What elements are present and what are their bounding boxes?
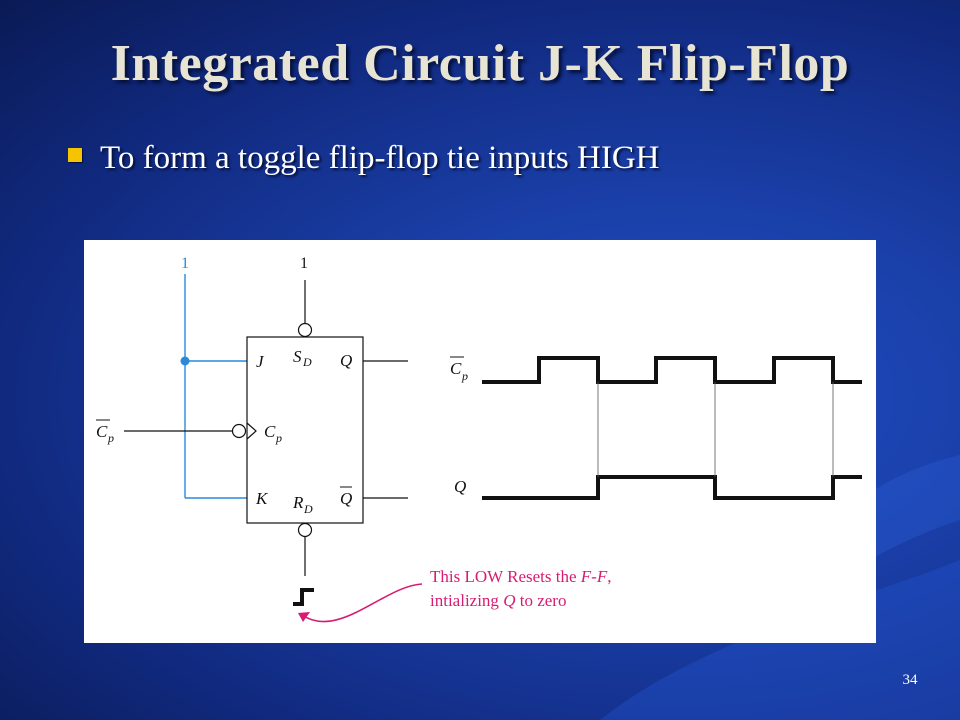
annotation-line-1: This LOW Resets the F-F, (430, 567, 611, 586)
slide-number: 34 (902, 672, 918, 688)
svg-text:p: p (461, 369, 468, 383)
bullet-item: To form a toggle flip-flop tie inputs HI… (68, 140, 660, 177)
high-label-jk: 1 (181, 255, 189, 272)
svg-text:S: S (293, 347, 302, 366)
clock-input-label: C p (96, 419, 114, 445)
flip-flop-diagram: 1 1 J K C p S D R D Q Q C (96, 255, 862, 623)
pin-j-label: J (256, 352, 265, 371)
svg-text:R: R (292, 493, 304, 512)
pin-k-label: K (255, 489, 269, 508)
high-tie-wire (184, 274, 247, 499)
junction-dot (180, 356, 190, 366)
svg-text:D: D (303, 502, 313, 516)
annotation-line-2: intializing Q to zero (430, 591, 566, 610)
clock-inversion-bubble (231, 423, 247, 439)
sd-inversion-bubble (297, 322, 313, 338)
flip-flop-block (246, 336, 364, 524)
svg-text:D: D (302, 355, 312, 369)
rd-low-pulse (293, 588, 314, 606)
svg-text:p: p (107, 431, 114, 445)
wave-q-label: Q (454, 477, 466, 496)
wave-clock-label: C p (450, 356, 468, 383)
pin-rd-label: R D (292, 493, 313, 516)
svg-text:p: p (275, 431, 282, 445)
svg-text:C: C (450, 359, 462, 378)
pin-qbar-label: Q (340, 486, 352, 508)
annotation-arrow (301, 583, 423, 623)
pin-sd-label: S D (293, 347, 312, 369)
svg-text:C: C (96, 422, 108, 441)
clock-edge-triangle (246, 422, 257, 440)
annotation-arrowhead (298, 612, 310, 622)
pin-cp-label: C p (264, 422, 282, 445)
flip-flop-figure: 1 1 J K C p S D R D Q Q C (84, 240, 876, 643)
bullet-marker-icon (68, 148, 82, 163)
timing-guides (597, 382, 834, 477)
high-label-sd: 1 (300, 255, 308, 272)
rd-inversion-bubble (297, 522, 313, 538)
q-waveform (482, 475, 862, 500)
pin-q-label: Q (340, 351, 352, 370)
svg-text:C: C (264, 422, 276, 441)
svg-text:Q: Q (340, 489, 352, 508)
bullet-text: To form a toggle flip-flop tie inputs HI… (100, 140, 660, 176)
clock-waveform (482, 356, 862, 384)
slide-title: Integrated Circuit J-K Flip-Flop (110, 35, 850, 92)
